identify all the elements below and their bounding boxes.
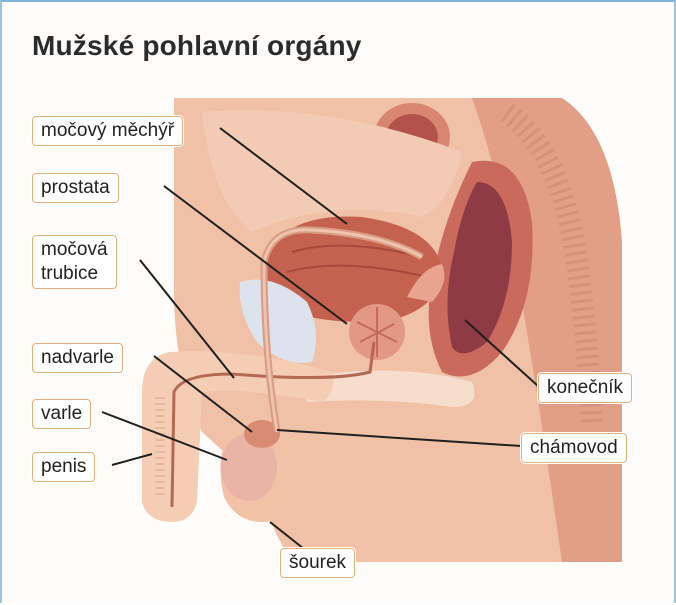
label-prostata: prostata	[32, 173, 119, 203]
label-nadvarle: nadvarle	[32, 343, 123, 373]
label-penis: penis	[32, 452, 95, 482]
label-sourek: šourek	[280, 548, 355, 578]
label-konecnik: konečník	[538, 373, 632, 403]
label-mocovy-mechyr: močový měchýř	[32, 116, 183, 146]
label-mocova-trubice: močová trubice	[32, 235, 117, 289]
label-varle: varle	[32, 399, 91, 429]
label-chamovod: chámovod	[521, 433, 627, 463]
